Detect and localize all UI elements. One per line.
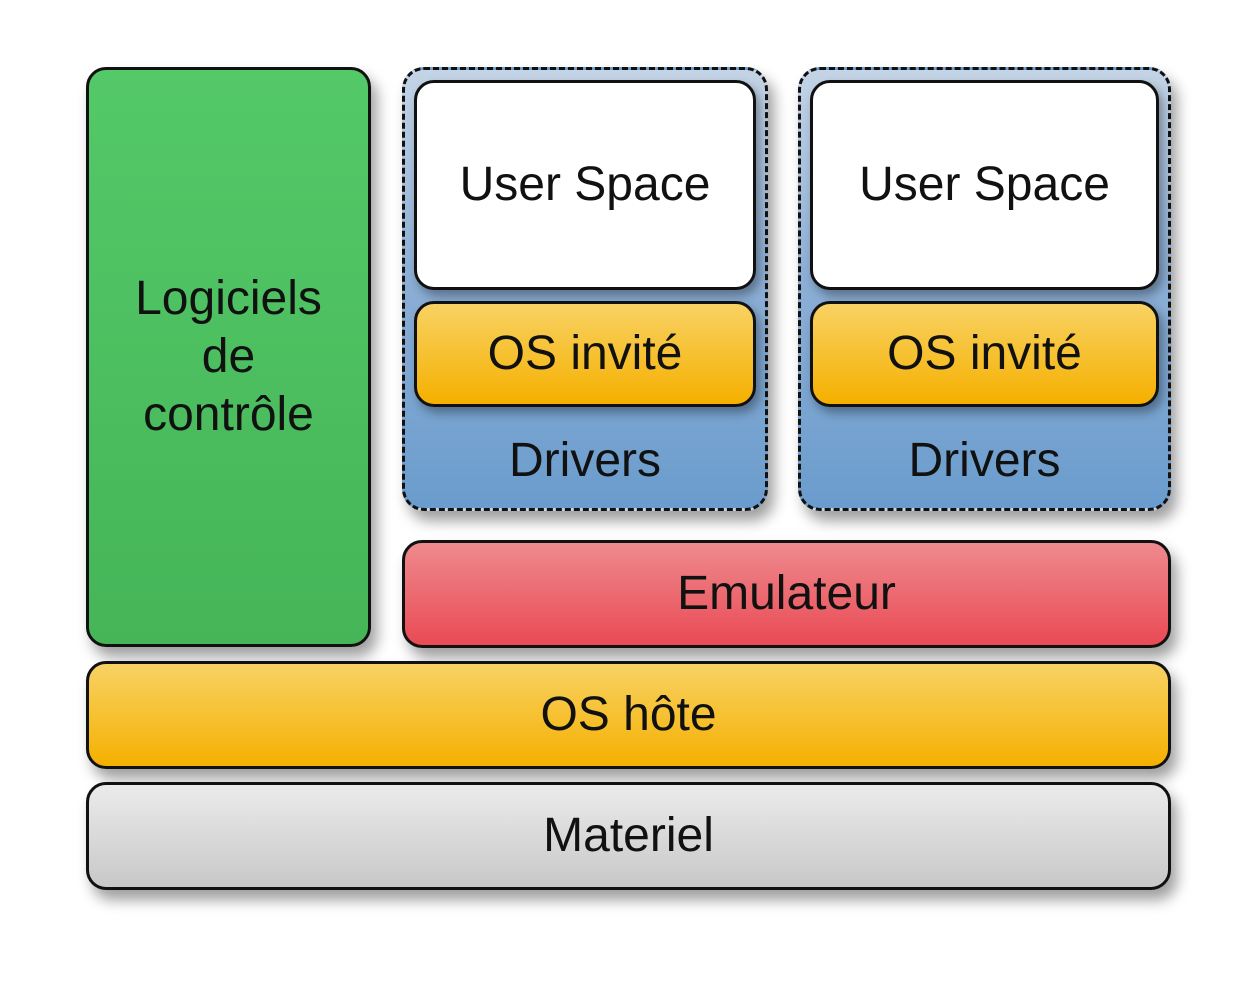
virtual-machine-1: User Space OS invité Drivers bbox=[402, 67, 768, 511]
drivers-label: Drivers bbox=[908, 433, 1061, 487]
guest-os-label: OS invité bbox=[887, 327, 1082, 380]
hardware-label: Materiel bbox=[543, 809, 714, 862]
control-software-block: Logiciels de contrôle bbox=[86, 67, 371, 647]
guest-os-label: OS invité bbox=[487, 327, 683, 380]
user-space-block: User Space bbox=[414, 80, 756, 290]
hardware-block: Materiel bbox=[86, 782, 1171, 890]
user-space-block: User Space bbox=[810, 80, 1159, 290]
control-software-label: Logiciels de contrôle bbox=[135, 272, 322, 441]
emulator-label: Emulateur bbox=[677, 567, 896, 620]
guest-os-block: OS invité bbox=[414, 301, 756, 407]
user-space-label: User Space bbox=[859, 158, 1110, 211]
user-space-label: User Space bbox=[459, 158, 711, 211]
virtual-machine-2: User Space OS invité Drivers bbox=[798, 67, 1171, 511]
emulator-block: Emulateur bbox=[402, 540, 1171, 648]
guest-os-block: OS invité bbox=[810, 301, 1159, 407]
host-os-label: OS hôte bbox=[540, 688, 717, 741]
drivers-label: Drivers bbox=[509, 433, 661, 487]
host-os-block: OS hôte bbox=[86, 661, 1171, 769]
